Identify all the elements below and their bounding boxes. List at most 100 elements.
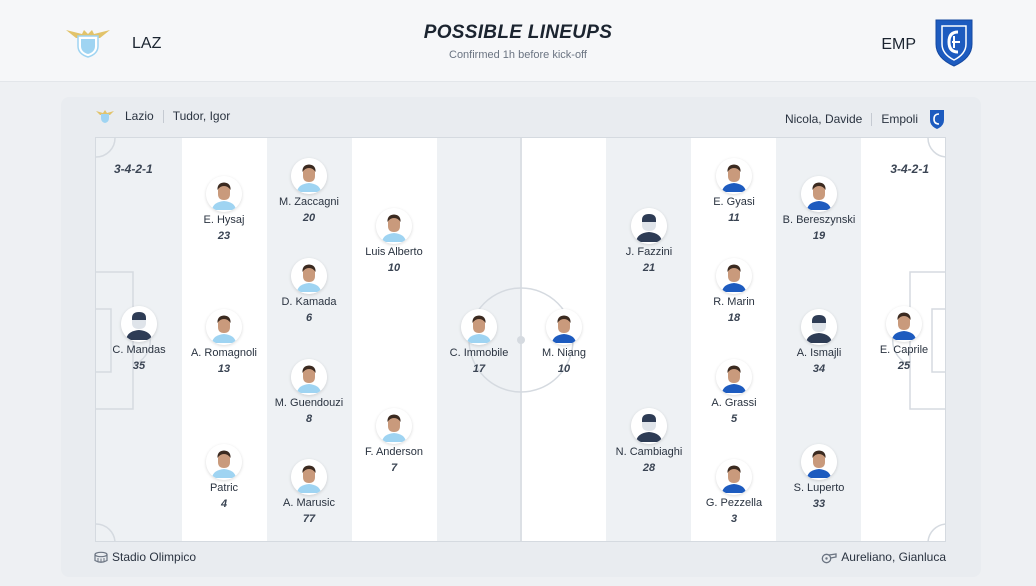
player-name: Luis Alberto [365,246,423,258]
player-name: C. Mandas [112,344,166,356]
player-name: B. Bereszynski [782,214,856,226]
home-team-info: Lazio Tudor, Igor [95,108,230,124]
page-title: POSSIBLE LINEUPS [423,22,613,43]
referee-name: Aureliano, Gianluca [841,550,946,564]
player-number: 35 [132,360,146,372]
player-card[interactable]: M. Niang 10 [514,309,614,375]
player-avatar [801,444,837,480]
player-name: A. Romagnoli [190,347,258,359]
away-team-name[interactable]: Empoli [881,112,918,126]
referee-info: Aureliano, Gianluca [821,550,946,564]
player-avatar [461,309,497,345]
player-card[interactable]: Patric 4 [174,444,274,510]
player-name: A. Grassi [711,397,757,409]
player-name: G. Pezzella [705,497,763,509]
player-number: 20 [302,212,316,224]
player-name: D. Kamada [281,296,337,308]
player-number: 18 [727,312,741,324]
home-coach[interactable]: Tudor, Igor [172,109,231,123]
player-card[interactable]: E. Hysaj 23 [174,176,274,242]
player-name: M. Niang [541,347,587,359]
player-card[interactable]: S. Luperto 33 [769,444,869,510]
player-number: 23 [217,230,231,242]
page-subtitle: Confirmed 1h before kick-off [449,49,587,61]
pitch-stripe [606,138,691,541]
player-card[interactable]: M. Zaccagni 20 [259,158,359,224]
player-name: M. Zaccagni [279,196,339,208]
player-card[interactable]: B. Bereszynski 19 [769,176,869,242]
player-number: 4 [220,498,228,510]
player-card[interactable]: A. Romagnoli 13 [174,309,274,375]
player-card[interactable]: J. Fazzini 21 [599,208,699,274]
player-number: 11 [728,212,740,224]
player-card[interactable]: D. Kamada 6 [259,258,359,324]
stadium-name: Stadio Olimpico [112,550,197,564]
player-number: 5 [730,413,738,425]
player-card[interactable]: A. Grassi 5 [684,359,784,425]
player-number: 10 [387,262,401,274]
player-number: 17 [472,363,486,375]
player-name: S. Luperto [793,482,845,494]
player-number: 7 [390,462,398,474]
player-name: A. Ismajli [796,347,842,359]
player-number: 21 [642,262,656,274]
player-number: 3 [730,513,738,525]
player-avatar [716,359,752,395]
player-avatar [801,176,837,212]
empoli-small-crest-icon [928,108,946,130]
player-number: 6 [305,312,313,324]
player-avatar [631,408,667,444]
empoli-crest-icon [932,16,976,73]
player-name: Patric [209,482,239,494]
player-avatar [546,309,582,345]
player-card[interactable]: A. Ismajli 34 [769,309,869,375]
home-team-code: LAZ [132,34,162,52]
player-avatar [291,459,327,495]
home-formation: 3-4-2-1 [114,162,153,176]
player-card[interactable]: C. Immobile 17 [429,309,529,375]
player-card[interactable]: G. Pezzella 3 [684,459,784,525]
home-team-name[interactable]: Lazio [125,109,154,123]
whistle-icon [821,551,837,564]
player-card[interactable]: C. Mandas 35 [96,306,189,372]
player-card[interactable]: E. Gyasi 11 [684,158,784,224]
stadium-icon [94,551,108,564]
player-name: J. Fazzini [625,246,673,258]
player-name: C. Immobile [449,347,509,359]
player-number: 25 [897,360,911,372]
player-number: 10 [557,363,571,375]
divider [162,109,164,123]
player-avatar [376,208,412,244]
player-avatar [376,408,412,444]
away-formation: 3-4-2-1 [890,162,929,176]
player-number: 34 [812,363,826,375]
away-team-header[interactable]: EMP [881,16,976,73]
home-team-header[interactable]: LAZ [64,24,161,63]
away-coach[interactable]: Nicola, Davide [784,112,863,126]
away-team-info: Nicola, Davide Empoli [785,108,946,130]
player-name: E. Gyasi [713,196,755,208]
player-avatar [716,258,752,294]
player-avatar [291,258,327,294]
player-card[interactable]: Luis Alberto 10 [344,208,444,274]
stadium-info: Stadio Olimpico [94,550,196,564]
player-name: M. Guendouzi [274,397,344,409]
player-number: 13 [217,363,231,375]
player-name: E. Hysaj [203,214,245,226]
player-avatar [206,309,242,345]
player-avatar [291,158,327,194]
player-name: A. Marusic [283,497,335,509]
player-avatar [631,208,667,244]
player-avatar [716,158,752,194]
player-number: 33 [812,498,826,510]
player-number: 19 [812,230,826,242]
player-avatar [886,306,922,342]
